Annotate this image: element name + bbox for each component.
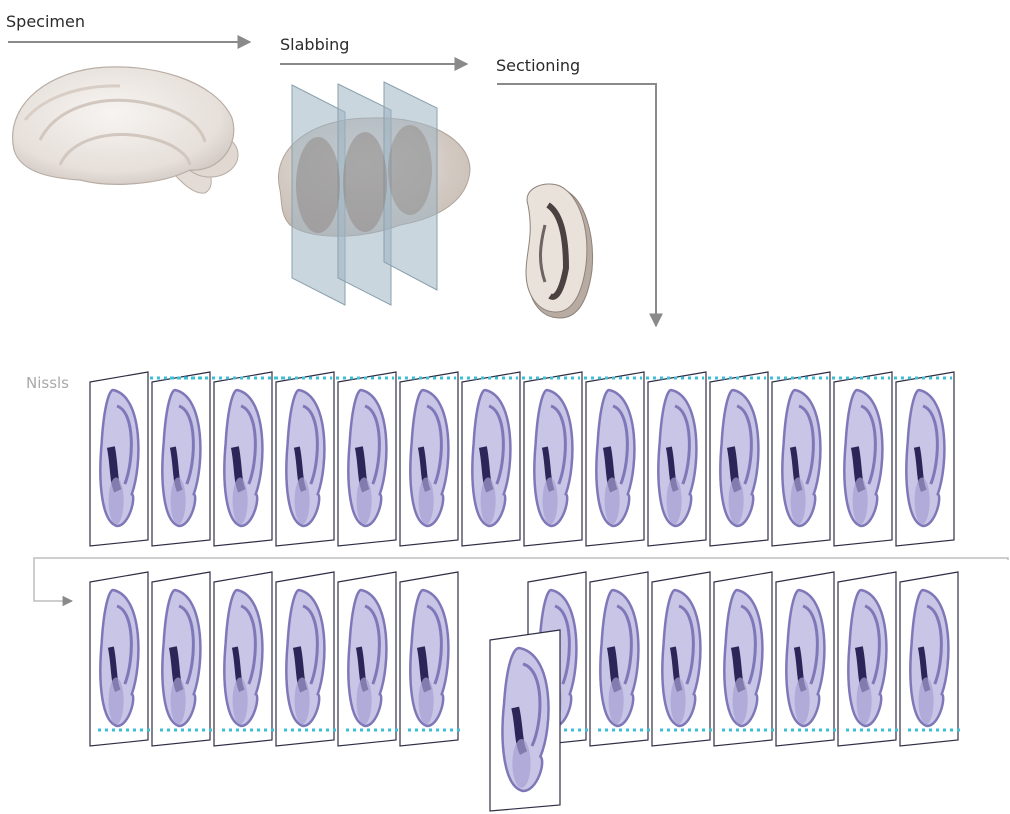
nissl-section-row2-3 — [214, 572, 272, 746]
nissl-section-row1-5 — [338, 372, 396, 546]
nissl-section-row2-9 — [652, 572, 710, 746]
nissl-section-row2-11 — [776, 572, 834, 746]
nissl-section-dropped — [490, 630, 560, 811]
nissl-section-row1-7 — [462, 372, 520, 546]
sectioning-slab-illustration — [526, 184, 593, 318]
nissl-section-row1-6 — [400, 372, 458, 546]
nissl-section-series — [90, 372, 964, 811]
nissl-section-row2-10 — [714, 572, 772, 746]
specimen-brain-illustration — [13, 67, 238, 193]
nissl-section-row1-11 — [710, 372, 768, 546]
nissl-section-row2-13 — [900, 572, 958, 746]
nissl-section-row2-1 — [90, 572, 148, 746]
nissl-section-row1-2 — [152, 372, 210, 546]
nissl-section-row1-3 — [214, 372, 272, 546]
nissl-section-row1-9 — [586, 372, 644, 546]
nissl-section-row2-5 — [338, 572, 396, 746]
nissl-section-row2-6 — [400, 572, 458, 746]
nissl-section-row1-13 — [834, 372, 892, 546]
nissl-section-row2-2 — [152, 572, 210, 746]
nissl-section-row1-10 — [648, 372, 706, 546]
nissl-section-row1-8 — [524, 372, 582, 546]
nissl-section-row2-4 — [276, 572, 334, 746]
slabbing-illustration — [278, 82, 470, 305]
nissl-section-row1-14 — [896, 372, 954, 546]
nissl-section-row2-8 — [590, 572, 648, 746]
nissl-section-row1-1 — [90, 372, 148, 546]
nissl-section-row2-12 — [838, 572, 896, 746]
nissl-section-row1-12 — [772, 372, 830, 546]
nissl-section-row1-4 — [276, 372, 334, 546]
